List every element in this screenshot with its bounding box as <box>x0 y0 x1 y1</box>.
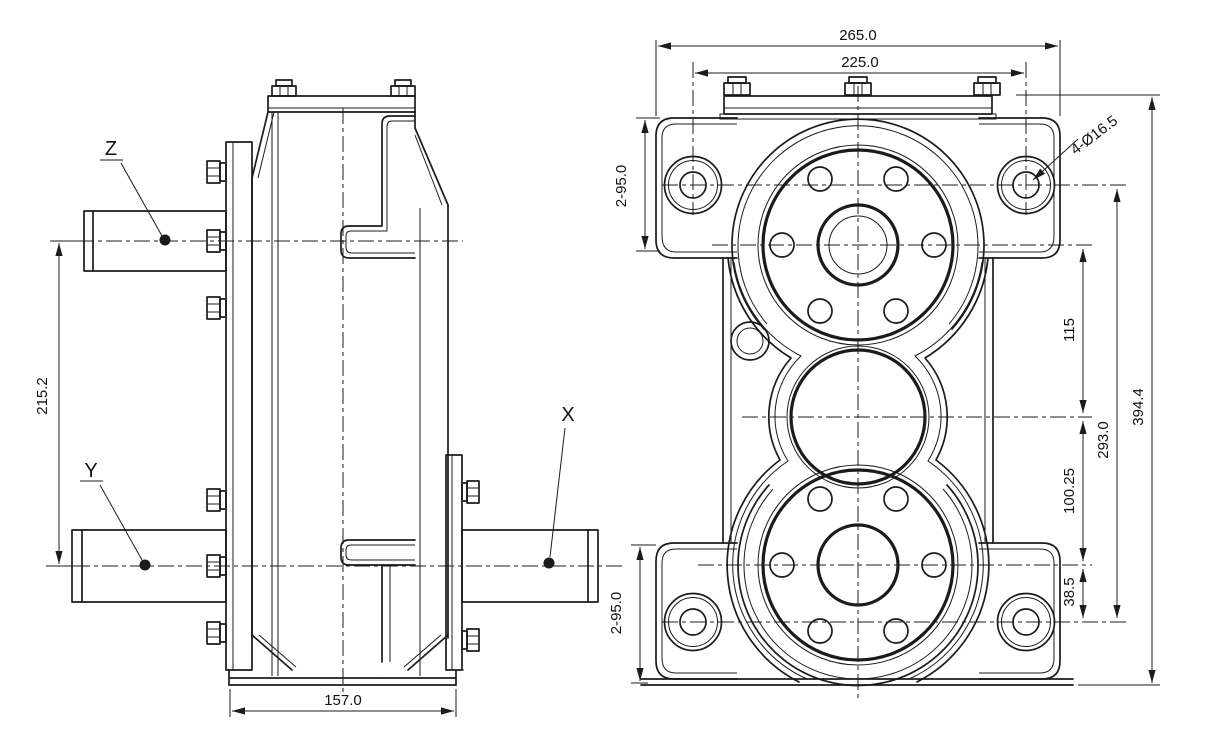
dim-foot-top: 2-95.0 <box>613 117 660 252</box>
dim-text-157-0: 157.0 <box>324 692 362 709</box>
dim-text-225-0: 225.0 <box>841 54 879 71</box>
oil-plug <box>730 321 770 361</box>
side-housing <box>226 79 464 686</box>
leader-dot-y <box>139 559 151 571</box>
dim-upper-center-distance: 115 <box>1061 249 1087 413</box>
dim-text-2-95-0-top: 2-95.0 <box>613 165 630 208</box>
input-shaft-bore <box>816 203 900 287</box>
dim-depth: 157.0 <box>229 689 457 717</box>
mount-hole <box>1012 608 1040 636</box>
dim-text-293-0: 293.0 <box>1095 421 1112 459</box>
right-flange-bolts <box>461 480 480 652</box>
top-bolt <box>973 76 1001 96</box>
label-x: X <box>561 404 574 426</box>
dim-overall-width: 265.0 <box>655 27 1061 116</box>
side-view: Z Y X 215.2 157.0 <box>34 79 622 717</box>
dim-text-215-2: 215.2 <box>34 377 51 415</box>
front-housing <box>640 118 1074 687</box>
bearing-cover-middle <box>786 345 930 489</box>
shaft-label-z: Z <box>100 138 171 246</box>
label-y: Y <box>84 460 97 482</box>
leader-dot-z <box>159 234 171 246</box>
bearing-cover-top <box>757 144 959 346</box>
dim-text-115: 115 <box>1061 318 1078 342</box>
dim-lower-center-distance: 100.25 <box>1061 421 1087 561</box>
shaft-label-y: Y <box>80 460 151 571</box>
dim-text-265-0: 265.0 <box>839 27 877 44</box>
mount-foot-bottom-left <box>655 542 738 680</box>
dim-text-394-4: 394.4 <box>1130 388 1147 426</box>
top-bolt <box>723 76 751 96</box>
dim-hole-span-width: 225.0 <box>695 54 1024 77</box>
side-view-centerlines <box>46 108 622 692</box>
dim-hole-callout: 4-Ø16.5 <box>1032 112 1122 181</box>
dim-hole-span-height: 293.0 <box>1095 189 1121 618</box>
dim-text-38-5: 38.5 <box>1061 577 1078 606</box>
shaft-label-x: X <box>543 404 575 569</box>
top-bolt <box>271 79 297 97</box>
mount-foot-top-right <box>978 117 1061 259</box>
top-bolt <box>390 79 416 97</box>
dim-text-4-d16-5: 4-Ø16.5 <box>1068 112 1122 158</box>
label-z: Z <box>105 138 117 160</box>
dim-shaft-distance: 215.2 <box>34 240 80 567</box>
mount-hole <box>1012 171 1040 199</box>
left-flange <box>225 141 253 671</box>
front-top-cap <box>719 76 1001 120</box>
output-shaft-bore <box>816 523 900 607</box>
mount-foot-bottom-right <box>978 542 1061 680</box>
left-flange-bolts <box>206 160 227 645</box>
dim-text-100-25: 100.25 <box>1061 468 1078 514</box>
mount-hole <box>679 171 707 199</box>
top-bolt <box>844 76 872 96</box>
dim-text-2-95-0-bottom: 2-95.0 <box>608 592 625 635</box>
dim-foot-bottom: 2-95.0 <box>608 544 656 684</box>
leader-dot-x <box>543 557 555 569</box>
dim-shaft-to-foot-hole: 38.5 <box>1061 569 1087 618</box>
mount-hole <box>679 608 707 636</box>
dim-overall-height: 394.4 <box>1016 94 1160 686</box>
bearing-cover-bottom <box>757 464 959 666</box>
mount-foot-top-left <box>655 117 738 259</box>
front-view: 265.0 225.0 4-Ø16.5 2-95.0 2-95.0 115 <box>608 27 1160 702</box>
